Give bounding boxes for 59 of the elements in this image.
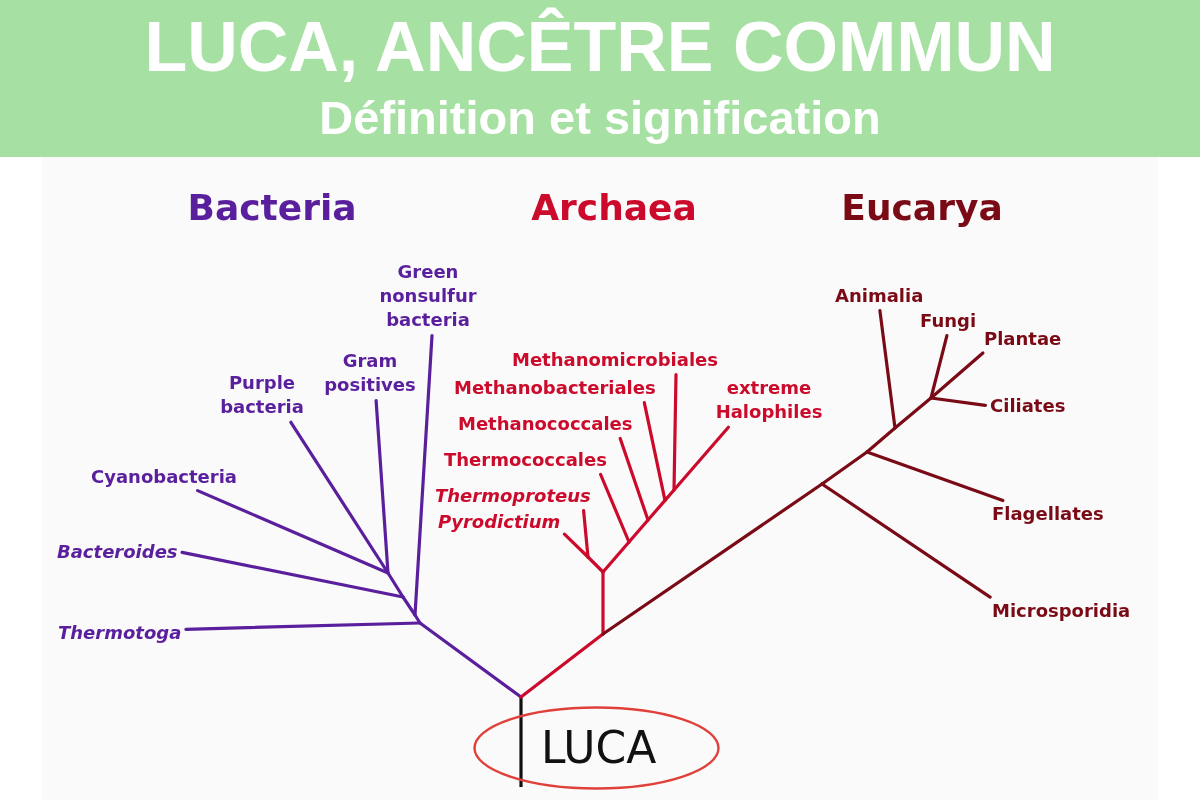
taxon-label: Animalia [832,283,927,309]
tree-branch [929,334,949,400]
tree-branch [865,426,897,454]
tree-branch [196,489,390,575]
taxon-label: Cyanobacteria [88,464,240,490]
taxon-label: Methanobacteriales [451,375,659,401]
tree-branch [929,396,987,407]
oval-node: LUCA [473,706,720,790]
taxon-label: Gram positives [319,347,421,399]
title: LUCA, ANCÊTRE COMMUN [144,7,1056,87]
tree-branch [519,695,523,717]
taxon-label: Thermococcales [441,447,610,473]
tree-branch [878,309,897,430]
taxon-label: Fungi [917,308,980,334]
domain-heading: Eucarya [841,188,1003,228]
tree-branch [618,436,650,522]
tree-branch [642,401,667,502]
tree-branch [413,334,434,617]
taxon-label: Methanococcales [455,411,636,437]
tree-branch [893,396,933,430]
tree-branch [929,351,985,400]
taxon-label: Flagellates [989,501,1107,527]
taxon-label: Microsporidia [989,598,1134,624]
tree-branch [865,450,1005,503]
taxon-label: Pyrodictium [435,509,564,535]
tree-branch [184,621,422,631]
tree-branch [663,488,676,502]
tree-branch [627,518,650,544]
subtitle: Définition et signification [319,90,881,146]
taxon-label: extreme Halophiles [711,374,827,426]
tree-branch [601,540,631,574]
taxon-label: Green nonsulfur bacteria [373,258,483,334]
tree-branch [601,570,605,636]
tree-branch [672,373,678,492]
tree-branch [401,595,417,617]
taxon-label: Purple bacteria [215,369,309,421]
tree-branch [820,482,992,599]
tree-branch [586,555,605,574]
tree-branch [672,425,730,492]
tree-branch [386,571,405,599]
tree-branch [413,613,422,625]
taxon-label: Thermoproteus [432,483,594,509]
tree-branch [289,420,390,575]
taxon-label: Methanomicrobiales [509,347,721,373]
taxon-label: Ciliates [987,393,1069,419]
tree-branch [646,498,667,522]
domain-heading: Bacteria [187,188,357,228]
tree-branch [820,450,869,486]
taxon-label: Bacteroides [54,539,181,565]
domain-heading: Archaea [531,188,697,228]
taxon-label: Plantae [981,326,1065,352]
tree-branch [582,509,590,559]
tree-branch [562,532,590,559]
tree-branch [519,632,605,699]
tree-branch [599,472,631,544]
tree-branch [180,550,405,599]
tree-branch [418,621,523,699]
taxon-label: Thermotoga [55,620,185,646]
tree-branch [601,482,824,636]
